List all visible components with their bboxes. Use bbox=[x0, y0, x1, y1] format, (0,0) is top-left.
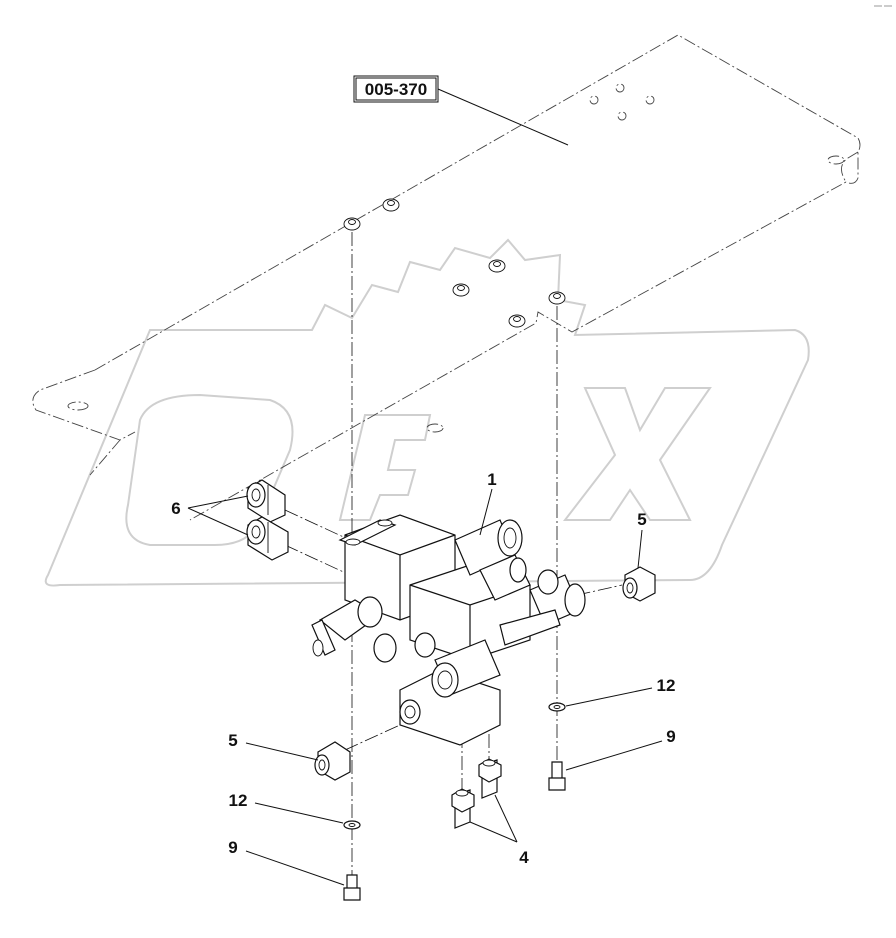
callout-9-right[interactable]: 9 bbox=[565, 727, 676, 771]
adapter-5-right bbox=[622, 566, 656, 602]
leader-line bbox=[494, 794, 518, 843]
nut bbox=[488, 259, 506, 273]
solenoid-coil-left bbox=[311, 596, 383, 657]
leader-line bbox=[565, 687, 653, 707]
nut bbox=[548, 291, 566, 305]
leader-line bbox=[479, 488, 493, 536]
callout-label-4: 4 bbox=[519, 848, 529, 867]
fitting bbox=[246, 516, 289, 561]
callout-12-right[interactable]: 12 bbox=[565, 676, 676, 707]
leader-line bbox=[254, 802, 344, 824]
callout-label-1: 1 bbox=[487, 470, 496, 489]
leader-line bbox=[637, 529, 643, 569]
leader-line bbox=[565, 740, 663, 771]
callout-9-left[interactable]: 9 bbox=[228, 838, 345, 886]
nut bbox=[343, 217, 361, 231]
nut bbox=[452, 283, 470, 297]
valve-block-assembly bbox=[311, 514, 586, 746]
callout-label-5-right: 5 bbox=[637, 510, 646, 529]
nut bbox=[382, 198, 400, 212]
solenoid-coil-front bbox=[373, 632, 501, 698]
fitting bbox=[246, 479, 286, 523]
leader-line bbox=[245, 850, 345, 886]
callout-label-5-left: 5 bbox=[228, 731, 237, 750]
leader-line bbox=[187, 507, 249, 536]
leader-line bbox=[469, 821, 518, 843]
reference-box[interactable]: 005-370 bbox=[353, 75, 439, 103]
callout-1[interactable]: 1 bbox=[479, 470, 497, 536]
callout-5-right[interactable]: 5 bbox=[637, 510, 647, 569]
callout-label-12-right: 12 bbox=[657, 676, 676, 695]
bolt-9-right bbox=[548, 761, 566, 791]
washer-12-right bbox=[548, 702, 566, 712]
washer-12-left bbox=[343, 820, 361, 830]
adapter-5-left bbox=[314, 741, 351, 781]
fitting bbox=[478, 758, 502, 799]
mounting-bracket bbox=[32, 34, 861, 521]
bracket-nuts bbox=[343, 198, 566, 328]
nut bbox=[508, 314, 526, 328]
callout-12-left[interactable]: 12 bbox=[229, 791, 344, 824]
leader-line bbox=[245, 742, 319, 761]
callout-label-12-left: 12 bbox=[229, 791, 248, 810]
callout-label-9-right: 9 bbox=[666, 727, 675, 746]
reference-leader bbox=[437, 88, 569, 146]
reference-label: 005-370 bbox=[365, 80, 427, 99]
callout-4[interactable]: 4 bbox=[469, 794, 529, 867]
leader-line bbox=[187, 495, 249, 509]
watermark bbox=[44, 238, 810, 587]
bolt-9-left bbox=[343, 874, 361, 901]
callout-label-9-left: 9 bbox=[228, 838, 237, 857]
callout-5-left[interactable]: 5 bbox=[228, 731, 319, 761]
callout-6[interactable]: 6 bbox=[171, 495, 249, 536]
solenoid-coil-right bbox=[529, 569, 586, 626]
fittings-4 bbox=[451, 758, 502, 829]
cartridge-valve bbox=[479, 554, 561, 646]
callout-label-6: 6 bbox=[171, 499, 180, 518]
fittings-6 bbox=[246, 479, 289, 561]
